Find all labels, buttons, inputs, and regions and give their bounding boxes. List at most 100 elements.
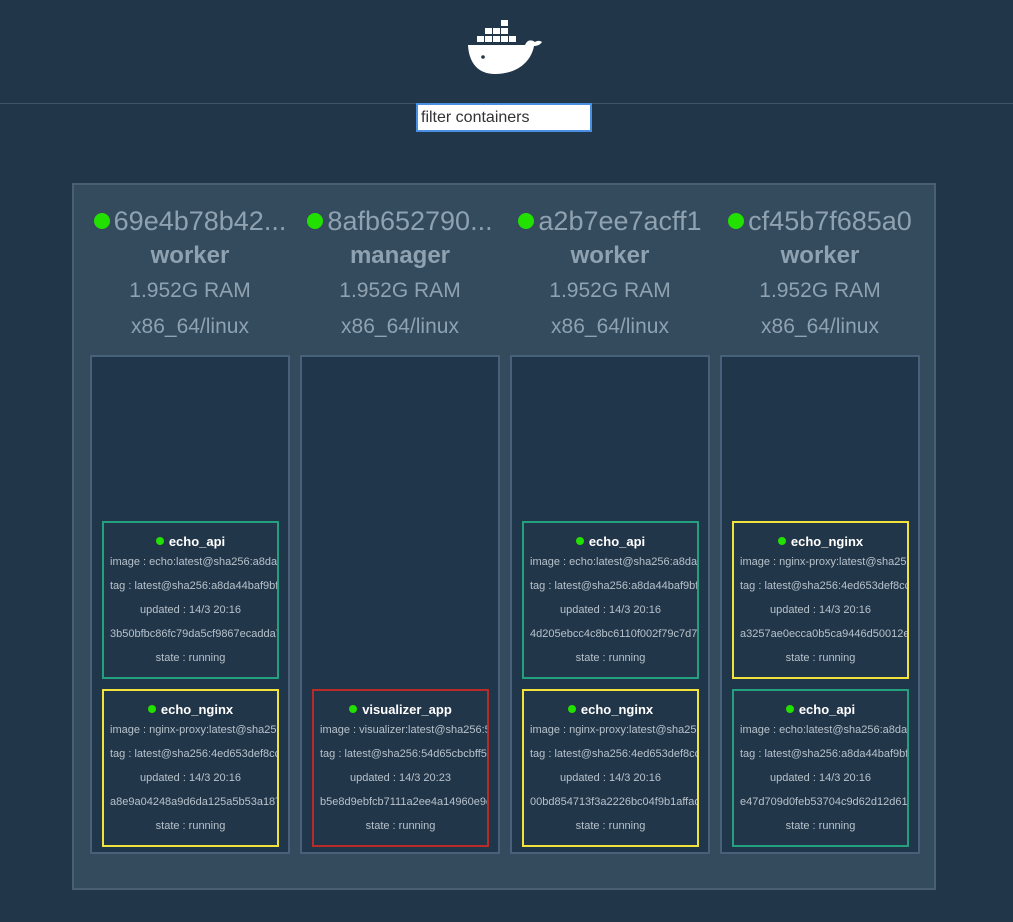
node-id-label: cf45b7f685a0 xyxy=(748,205,912,236)
container-title: echo_api xyxy=(104,532,277,550)
container-state: state : running xyxy=(785,820,856,832)
filter-containers-input[interactable] xyxy=(416,103,592,132)
container-title: echo_nginx xyxy=(104,700,277,718)
node-role: manager xyxy=(349,242,451,269)
node-container-lane: echo_api image : echo:latest@sha256:a8da… xyxy=(510,355,710,854)
container-title: echo_api xyxy=(734,700,907,718)
container-status-dot-icon xyxy=(567,705,576,713)
container-image: image : visualizer:latest@sha256:54d xyxy=(320,724,489,736)
container-status-dot-icon xyxy=(349,705,358,713)
top-bar xyxy=(0,0,1013,104)
node-header: a2b7ee7acff1 worker 1.952G RAM x86_64/li… xyxy=(510,203,710,345)
container-tag: tag : latest@sha256:a8da44baf9bfb1f6d xyxy=(530,580,699,592)
node-id-label: 8afb652790... xyxy=(327,205,493,236)
container-status-dot-icon xyxy=(785,705,794,713)
node-header: 69e4b78b42... worker 1.952G RAM x86_64/l… xyxy=(90,203,290,345)
node-role: worker xyxy=(780,242,860,269)
container-tag: tag : latest@sha256:54d65cbcbff52e xyxy=(320,748,489,760)
container-card[interactable]: echo_api image : echo:latest@sha256:a8da… xyxy=(102,521,279,679)
container-name: echo_api xyxy=(588,533,646,549)
node-arch: x86_64/linux xyxy=(131,315,249,338)
container-title: echo_nginx xyxy=(524,700,697,718)
container-state: state : running xyxy=(785,652,856,664)
node-status-dot-icon xyxy=(307,213,324,229)
node-ram: 1.952G RAM xyxy=(339,279,461,302)
node-column: a2b7ee7acff1 worker 1.952G RAM x86_64/li… xyxy=(510,185,710,855)
container-updated: updated : 14/3 20:16 xyxy=(140,604,241,616)
container-image: image : nginx-proxy:latest@sha256:4 xyxy=(110,724,279,736)
node-arch: x86_64/linux xyxy=(551,315,669,338)
node-header: cf45b7f685a0 worker 1.952G RAM x86_64/li… xyxy=(720,203,920,345)
node-id-label: a2b7ee7acff1 xyxy=(538,205,702,236)
node-column: 69e4b78b42... worker 1.952G RAM x86_64/l… xyxy=(90,185,290,855)
container-updated: updated : 14/3 20:16 xyxy=(140,772,241,784)
node-id-label: 69e4b78b42... xyxy=(113,205,287,236)
swarm-board: 69e4b78b42... worker 1.952G RAM x86_64/l… xyxy=(72,183,936,890)
docker-whale-icon xyxy=(468,20,542,74)
container-name: visualizer_app xyxy=(362,701,452,717)
container-card[interactable]: echo_nginx image : nginx-proxy:latest@sh… xyxy=(732,521,909,679)
node-role: worker xyxy=(570,242,650,269)
node-status-dot-icon xyxy=(518,213,535,229)
container-tag: tag : latest@sha256:4ed653def8ccc0 xyxy=(740,580,909,592)
container-name: echo_nginx xyxy=(160,701,234,717)
node-ram: 1.952G RAM xyxy=(549,279,671,302)
container-id: a3257ae0ecca0b5ca9446d50012e92 xyxy=(740,628,909,640)
container-status-dot-icon xyxy=(575,537,584,545)
container-image: image : echo:latest@sha256:a8da44baf xyxy=(110,556,278,568)
container-image: image : echo:latest@sha256:a8da44baf xyxy=(740,724,908,736)
container-status-dot-icon xyxy=(777,537,786,545)
container-name: echo_api xyxy=(168,533,226,549)
node-arch: x86_64/linux xyxy=(341,315,459,338)
container-card[interactable]: echo_api image : echo:latest@sha256:a8da… xyxy=(732,689,909,847)
container-card[interactable]: echo_api image : echo:latest@sha256:a8da… xyxy=(522,521,699,679)
container-id: a8e9a04248a9d6da125a5b53a18715 xyxy=(110,796,279,808)
container-state: state : running xyxy=(155,652,226,664)
container-image: image : nginx-proxy:latest@sha256:4 xyxy=(530,724,699,736)
container-updated: updated : 14/3 20:23 xyxy=(350,772,451,784)
node-ram: 1.952G RAM xyxy=(129,279,251,302)
container-id: 3b50bfbc86fc79da5cf9867ecadda7e6 xyxy=(110,628,279,640)
node-status-dot-icon xyxy=(728,213,745,229)
container-updated: updated : 14/3 20:16 xyxy=(770,772,871,784)
node-id: cf45b7f685a0 xyxy=(720,203,920,239)
container-card[interactable]: echo_nginx image : nginx-proxy:latest@sh… xyxy=(522,689,699,847)
node-status-dot-icon xyxy=(93,213,110,229)
container-title: echo_api xyxy=(524,532,697,550)
container-state: state : running xyxy=(365,820,436,832)
node-container-lane: echo_nginx image : nginx-proxy:latest@sh… xyxy=(720,355,920,854)
container-tag: tag : latest@sha256:a8da44baf9bfb1f6d xyxy=(110,580,279,592)
container-id: 00bd854713f3a2226bc04f9b1affadf xyxy=(530,796,699,808)
container-state: state : running xyxy=(575,652,646,664)
container-id: e47d709d0feb53704c9d62d12d61d2 xyxy=(740,796,909,808)
container-name: echo_api xyxy=(798,701,856,717)
container-card[interactable]: echo_nginx image : nginx-proxy:latest@sh… xyxy=(102,689,279,847)
container-updated: updated : 14/3 20:16 xyxy=(560,604,661,616)
container-updated: updated : 14/3 20:16 xyxy=(770,604,871,616)
container-id: 4d205ebcc4c8bc6110f002f79c7d7ef xyxy=(530,628,699,640)
container-image: image : nginx-proxy:latest@sha256:4 xyxy=(740,556,909,568)
node-ram: 1.952G RAM xyxy=(759,279,881,302)
node-container-lane: visualizer_app image : visualizer:latest… xyxy=(300,355,500,854)
node-column: 8afb652790... manager 1.952G RAM x86_64/… xyxy=(300,185,500,855)
container-state: state : running xyxy=(155,820,226,832)
node-role: worker xyxy=(150,242,230,269)
container-card[interactable]: visualizer_app image : visualizer:latest… xyxy=(312,689,489,847)
node-header: 8afb652790... manager 1.952G RAM x86_64/… xyxy=(300,203,500,345)
container-name: echo_nginx xyxy=(790,533,864,549)
node-id: 69e4b78b42... xyxy=(90,203,290,239)
container-title: visualizer_app xyxy=(314,700,487,718)
container-name: echo_nginx xyxy=(580,701,654,717)
node-id: 8afb652790... xyxy=(300,203,500,239)
container-status-dot-icon xyxy=(147,705,156,713)
container-tag: tag : latest@sha256:4ed653def8ccc0 xyxy=(530,748,699,760)
container-tag: tag : latest@sha256:4ed653def8ccc0 xyxy=(110,748,279,760)
container-title: echo_nginx xyxy=(734,532,907,550)
container-image: image : echo:latest@sha256:a8da44baf xyxy=(530,556,698,568)
container-status-dot-icon xyxy=(155,537,164,545)
node-id: a2b7ee7acff1 xyxy=(510,203,710,239)
container-id: b5e8d9ebfcb7111a2ee4a14960e9d3 xyxy=(320,796,489,808)
container-updated: updated : 14/3 20:16 xyxy=(560,772,661,784)
node-column: cf45b7f685a0 worker 1.952G RAM x86_64/li… xyxy=(720,185,920,855)
container-tag: tag : latest@sha256:a8da44baf9bfb1f6d xyxy=(740,748,909,760)
